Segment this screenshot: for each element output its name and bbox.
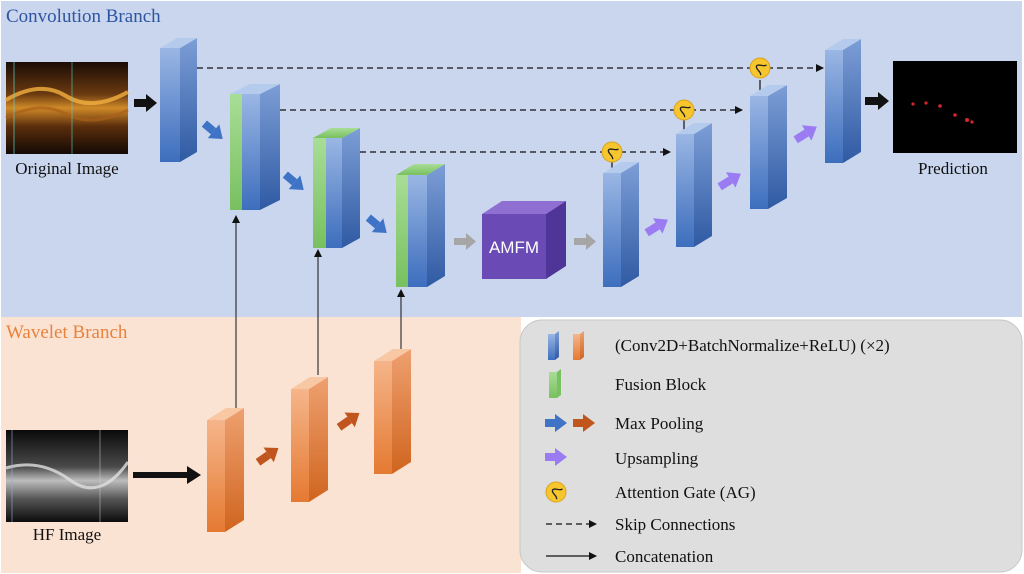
hf-image-caption: HF Image xyxy=(33,525,101,544)
skip-connections xyxy=(197,64,824,156)
amfm-label: AMFM xyxy=(489,238,539,257)
wavelet-branch-title: Wavelet Branch xyxy=(6,322,128,343)
amfm-module: AMFM xyxy=(482,201,566,279)
legend-maxpool-icon xyxy=(545,414,595,432)
attention-gate-1 xyxy=(749,57,771,79)
legend-upsample-icon xyxy=(545,448,567,466)
upsample-arrow-1 xyxy=(644,218,668,237)
fusion-block-3 xyxy=(313,138,326,248)
legend-conv-label: (Conv2D+BatchNormalize+ReLU) (×2) xyxy=(615,336,890,355)
encoder-block-4 xyxy=(396,164,445,287)
wavelet-block-3 xyxy=(374,349,411,474)
attention-gate-2 xyxy=(673,99,695,121)
hf-input-arrow xyxy=(133,466,201,484)
legend-fusion-label: Fusion Block xyxy=(615,375,707,394)
maxpool-orange-arrow-2 xyxy=(336,412,360,431)
upsample-arrow-2 xyxy=(717,172,741,191)
legend-attention-label: Attention Gate (AG) xyxy=(615,483,756,502)
decoder-block-2 xyxy=(676,123,712,247)
from-amfm-arrow xyxy=(574,233,596,250)
legend-maxpool-label: Max Pooling xyxy=(615,414,704,433)
fusion-block-2 xyxy=(230,94,242,210)
encoder-block-2 xyxy=(230,84,280,210)
legend-conv-icon xyxy=(548,331,584,360)
encoder-block-3 xyxy=(313,128,360,248)
upsample-arrow-3 xyxy=(793,125,817,144)
legend-upsample-label: Upsampling xyxy=(615,449,699,468)
legend-skip-label: Skip Connections xyxy=(615,515,735,534)
to-amfm-arrow xyxy=(454,233,476,250)
maxpool-arrow-3 xyxy=(365,214,387,233)
maxpool-arrow-2 xyxy=(282,171,304,190)
legend-attention-gate-icon xyxy=(545,481,567,503)
decoder-block-1 xyxy=(603,162,639,287)
decoder-block-4 xyxy=(825,39,861,163)
original-image xyxy=(4,62,129,154)
output-arrow xyxy=(865,92,889,110)
attention-gate-3 xyxy=(601,141,623,163)
maxpool-orange-arrow-1 xyxy=(255,447,279,466)
original-image-caption: Original Image xyxy=(15,159,118,178)
legend-fusion-icon xyxy=(549,369,561,398)
hf-image xyxy=(5,430,130,522)
input-arrow xyxy=(134,94,157,112)
concatenation-connections xyxy=(232,215,405,410)
legend-panel xyxy=(519,319,1023,573)
legend-concat-label: Concatenation xyxy=(615,547,714,566)
convolution-branch-title: Convolution Branch xyxy=(6,6,161,27)
wavelet-block-1 xyxy=(207,408,244,532)
legend: (Conv2D+BatchNormalize+ReLU) (×2) Fusion… xyxy=(545,331,890,566)
fusion-block-4 xyxy=(396,175,408,287)
decoder-block-3 xyxy=(750,85,787,209)
maxpool-arrow-1 xyxy=(201,120,223,139)
wavelet-block-2 xyxy=(291,377,328,502)
encoder-block-1 xyxy=(160,38,197,162)
prediction-image xyxy=(893,61,1017,153)
prediction-caption: Prediction xyxy=(918,159,988,178)
